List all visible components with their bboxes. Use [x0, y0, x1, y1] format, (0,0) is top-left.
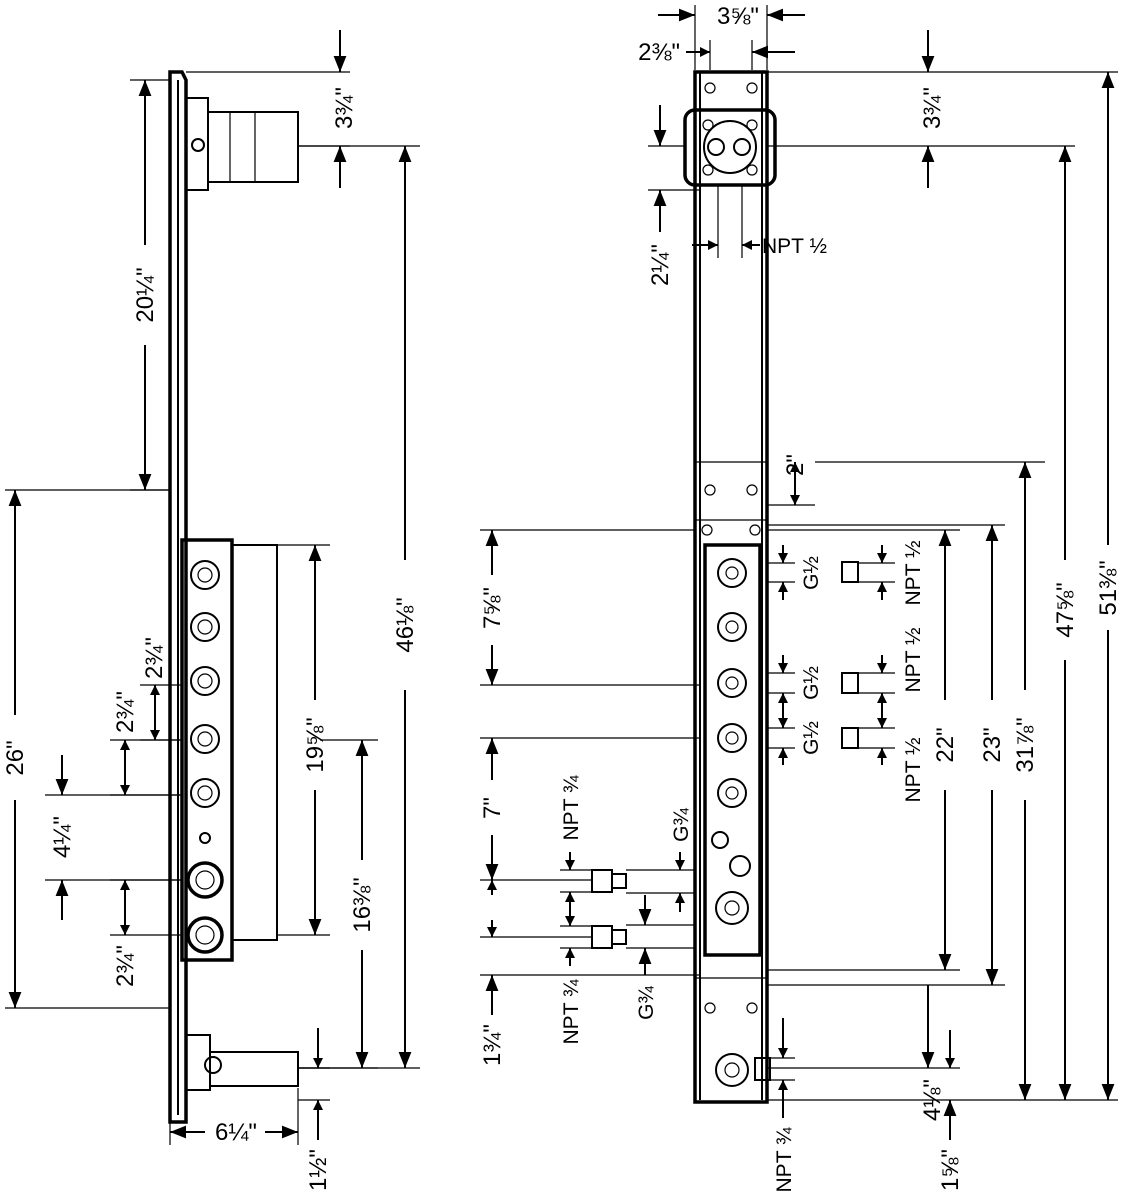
front-dim-23: 23": [979, 727, 1006, 762]
label-g-half-2: G½: [800, 666, 823, 700]
label-npt-half-1: NPT ½: [902, 541, 925, 606]
label-npt-half-2: NPT ½: [902, 628, 925, 693]
side-dim-19-5-8: 19⅝": [302, 717, 329, 772]
front-dim-4-1-8: 4⅛": [919, 1079, 946, 1121]
side-dim-3-3-4: 3¾": [331, 87, 358, 129]
front-dim-31-7-8: 31⅞": [1012, 717, 1039, 772]
side-dim-20-1-4: 20¼": [132, 267, 159, 322]
front-dim-3-5-8: 3⅝": [717, 3, 759, 30]
label-npt-3-4-a: NPT ¾: [560, 775, 583, 840]
lower-module: [180, 538, 278, 962]
front-dim-2-3-8: 2⅜": [638, 39, 680, 66]
front-manifold: [703, 543, 762, 957]
fittings-g-half: [841, 561, 859, 749]
side-dim-16-3-8: 16⅜": [349, 877, 376, 932]
side-dim-2-3-4-a: 2¾": [141, 637, 168, 679]
front-dim-7-5-8: 7⅝": [479, 587, 506, 629]
front-bottom-outlet: [704, 1002, 771, 1087]
side-dim-1-1-2: 1½": [305, 1149, 332, 1191]
label-npt-3-4-b: NPT ¾: [560, 979, 583, 1044]
side-dim-4-1-4: 4¼": [49, 816, 76, 858]
front-dim-2: 2": [782, 454, 809, 476]
label-npt-half-top: NPT ½: [762, 235, 827, 258]
front-dim-1-5-8: 1⅝": [937, 1149, 964, 1191]
top-valve-body: [185, 97, 299, 191]
side-dim-2-3-4-c: 2¾": [112, 945, 139, 987]
side-dim-46-1-8: 46⅛": [392, 597, 419, 652]
front-dim-22: 22": [932, 727, 959, 762]
front-dim-7: 7": [479, 797, 506, 819]
side-dim-6-1-4: 6¼": [215, 1119, 257, 1146]
front-dim-1-3-4: 1¾": [479, 1024, 506, 1066]
label-g-half-1: G½: [800, 556, 823, 590]
front-top-valve: [683, 82, 777, 258]
side-view: 3¾" 20¼" 46⅛" 26" 2¾" 2¾": [2, 30, 420, 1191]
front-dim-47-5-8: 47⅝": [1052, 582, 1079, 637]
label-npt-half-3: NPT ½: [902, 738, 925, 803]
front-dim-3-3-4: 3¾": [919, 87, 946, 129]
front-view: 3⅝" 2⅜" 3¾" 2¼" NPT ½ 51⅜" 47⅝": [479, 3, 1122, 1192]
label-g-3-4-b: G¾: [635, 986, 658, 1020]
front-dim-2-1-4: 2¼": [647, 244, 674, 286]
fittings-g-3-4: [591, 869, 627, 949]
side-dim-2-3-4-b: 2¾": [112, 691, 139, 733]
bottom-outlet: [185, 1034, 299, 1091]
side-dim-26: 26": [2, 740, 29, 775]
front-dim-51-3-8: 51⅜": [1095, 560, 1122, 615]
label-g-half-3: G½: [800, 721, 823, 755]
label-g-3-4-a: G¾: [670, 808, 693, 842]
label-npt-3-4-bottom: NPT ¾: [773, 1127, 796, 1192]
